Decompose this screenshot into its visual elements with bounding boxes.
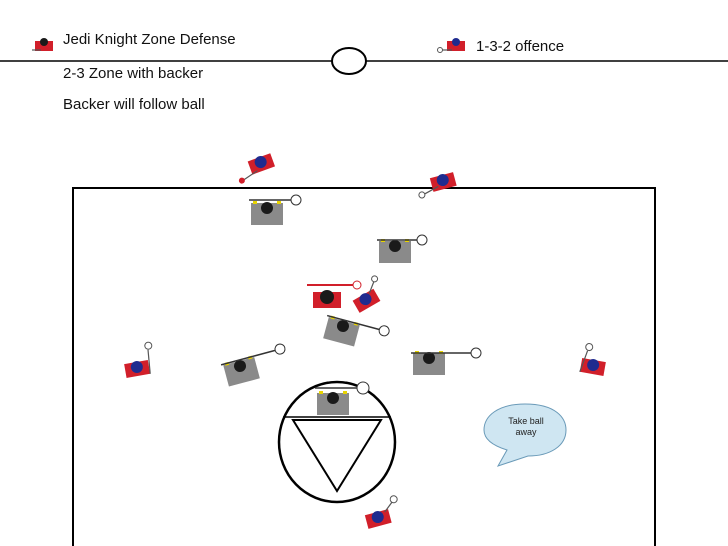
attacker-center	[352, 275, 381, 313]
attacker-left-wing	[124, 341, 153, 378]
faceoff-circle	[331, 47, 367, 75]
goal-triangle	[291, 419, 383, 493]
attacker-crease	[364, 495, 398, 529]
attacker-with-ball	[307, 280, 362, 308]
defender-right	[411, 347, 482, 375]
field-boundary	[72, 187, 656, 546]
attacker-right-wing	[579, 343, 606, 376]
note-backer: Backer will follow ball	[63, 96, 205, 113]
defender-midfield-right	[377, 234, 428, 263]
diagram-title: Jedi Knight Zone Defense	[63, 31, 236, 48]
callout-text: Take ball away	[488, 416, 564, 438]
callout-bubble	[483, 403, 567, 467]
note-zone: 2-3 Zone with backer	[63, 65, 204, 82]
defender-midfield-left	[249, 194, 302, 225]
attacker-top-right	[418, 172, 457, 199]
defender-backer	[323, 314, 390, 347]
legend-offense-icon	[437, 38, 465, 53]
defender-left	[220, 343, 286, 387]
defender-goalie	[315, 381, 370, 415]
offense-label: 1-3-2 offence	[476, 38, 565, 55]
attacker-top-left	[238, 153, 276, 184]
callout-line-2: away	[515, 427, 537, 437]
callout-line-1: Take ball	[508, 416, 544, 426]
legend-defense-icon	[32, 38, 53, 51]
goal-crease	[277, 380, 397, 504]
